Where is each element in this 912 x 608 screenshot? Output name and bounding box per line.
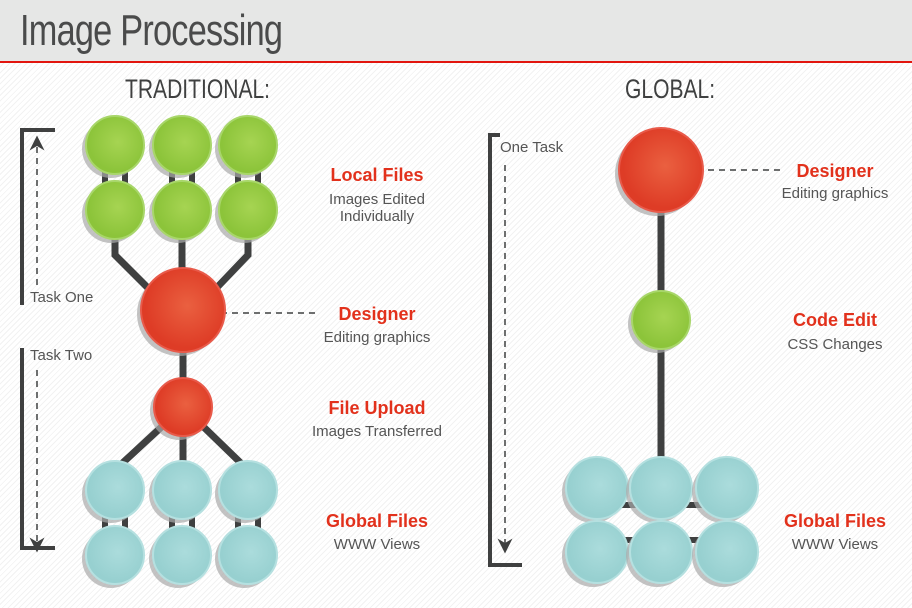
global-file-node — [218, 460, 278, 520]
file-upload-title: File Upload — [328, 398, 425, 418]
code-edit-desc: CSS Changes — [787, 336, 882, 353]
local-file-node — [218, 115, 278, 175]
global-www-node — [695, 456, 759, 520]
header-bar: Image Processing — [0, 0, 912, 63]
local-files-line1: Images Edited — [329, 191, 425, 208]
traditional-heading: TRADITIONAL: — [125, 75, 270, 105]
global-files-desc: WWW Views — [334, 536, 420, 553]
global-designer-node — [618, 127, 704, 213]
global-designer-desc: Editing graphics — [782, 185, 889, 202]
one-task-label: One Task — [500, 139, 564, 156]
local-files-title: Local Files — [330, 165, 423, 185]
global-file-node — [218, 525, 278, 585]
page-title: Image Processing — [20, 6, 283, 55]
local-file-node — [152, 115, 212, 175]
local-file-node — [218, 180, 278, 240]
task-two-label: Task Two — [30, 347, 92, 364]
code-edit-node — [631, 290, 691, 350]
task-one-label: Task One — [30, 289, 93, 306]
global-designer-title: Designer — [796, 161, 873, 181]
designer-node — [140, 267, 226, 353]
local-file-node — [85, 180, 145, 240]
global-file-node — [152, 460, 212, 520]
global-files-title: Global Files — [326, 511, 428, 531]
global-www-node — [565, 520, 629, 584]
local-files-line2: Individually — [340, 208, 415, 225]
global-www-node — [629, 456, 693, 520]
designer-desc: Editing graphics — [324, 329, 431, 346]
global-file-node — [152, 525, 212, 585]
global-heading: GLOBAL: — [625, 75, 715, 105]
global-file-node — [85, 460, 145, 520]
code-edit-title: Code Edit — [793, 310, 877, 330]
global-www-node — [629, 520, 693, 584]
local-file-node — [152, 180, 212, 240]
designer-title: Designer — [338, 304, 415, 324]
global-file-node — [85, 525, 145, 585]
global-global-files-title: Global Files — [784, 511, 886, 531]
global-www-node — [695, 520, 759, 584]
file-upload-node — [153, 377, 213, 437]
file-upload-desc: Images Transferred — [312, 423, 442, 440]
local-file-node — [85, 115, 145, 175]
global-global-files-desc: WWW Views — [792, 536, 878, 553]
global-www-node — [565, 456, 629, 520]
